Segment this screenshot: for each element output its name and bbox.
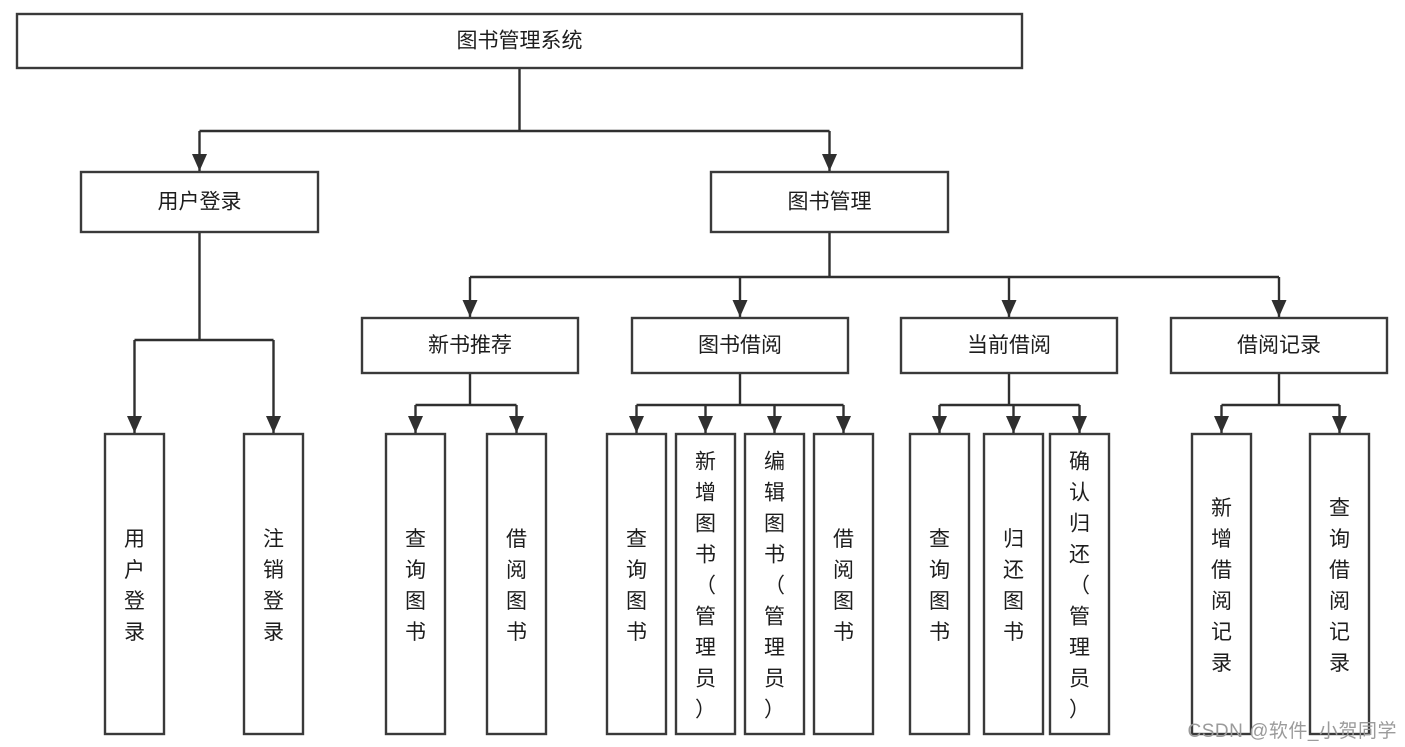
arrow-head-icon: [1006, 416, 1021, 433]
node-root-box[interactable]: [15, 12, 1024, 70]
node-new-book-rec-box[interactable]: [360, 316, 580, 375]
node-leaf-query-borrow-record-label: 查询借阅记录: [1329, 497, 1350, 675]
arrow-head-icon: [836, 416, 851, 433]
node-borrow-record-box[interactable]: [1169, 316, 1389, 375]
node-leaf-borrow-book-bb[interactable]: 借阅图书: [812, 432, 875, 736]
node-leaf-query-borrow-record-box[interactable]: [1308, 432, 1371, 736]
arrow-head-icon: [1001, 300, 1017, 317]
node-leaf-edit-book-admin-box[interactable]: [743, 432, 806, 736]
node-leaf-query-book-cb[interactable]: 查询图书: [908, 432, 971, 736]
node-leaf-user-login-box[interactable]: [103, 432, 166, 736]
node-leaf-query-book-bb-box[interactable]: [605, 432, 668, 736]
node-leaf-add-book-admin-label: 新增图书（管理员）: [695, 451, 716, 722]
node-book-borrow-label: 图书借阅: [698, 334, 782, 357]
node-leaf-add-borrow-record-box[interactable]: [1190, 432, 1253, 736]
node-leaf-user-logout[interactable]: 注销登录: [242, 432, 305, 736]
node-leaf-add-book-admin-box[interactable]: [674, 432, 737, 736]
node-leaf-borrow-book-rec-label: 借阅图书: [506, 528, 527, 644]
node-leaf-borrow-book-bb-box[interactable]: [812, 432, 875, 736]
arrow-head-icon: [1214, 416, 1229, 433]
node-leaf-query-book-cb-label: 查询图书: [929, 528, 950, 644]
node-book-manage-label: 图书管理: [788, 191, 872, 214]
arrow-head-icon: [509, 416, 524, 433]
node-root-label: 图书管理系统: [457, 30, 583, 53]
node-book-manage-box[interactable]: [709, 170, 950, 234]
node-leaf-return-book-label: 归还图书: [1003, 528, 1024, 644]
node-leaf-query-book-cb-box[interactable]: [908, 432, 971, 736]
node-book-borrow-box[interactable]: [630, 316, 850, 375]
arrow-head-icon: [698, 416, 713, 433]
node-root[interactable]: 图书管理系统: [15, 12, 1024, 70]
node-borrow-record[interactable]: 借阅记录: [1169, 316, 1389, 375]
node-leaf-confirm-return-admin[interactable]: 确认归还（管理员）: [1048, 432, 1111, 736]
node-leaf-query-book-rec-label: 查询图书: [405, 528, 426, 644]
arrow-head-icon: [192, 154, 207, 171]
arrow-head-icon: [1332, 416, 1347, 433]
node-leaf-query-book-rec[interactable]: 查询图书: [384, 432, 447, 736]
node-user-login-label: 用户登录: [158, 191, 242, 214]
node-leaf-user-login[interactable]: 用户登录: [103, 432, 166, 736]
arrow-head-icon: [732, 300, 748, 317]
connector-layer: [127, 68, 1347, 433]
arrow-head-icon: [822, 154, 837, 171]
node-user-login-box[interactable]: [79, 170, 320, 234]
node-leaf-borrow-book-rec-box[interactable]: [485, 432, 548, 736]
arrow-head-icon: [1271, 300, 1287, 317]
node-leaf-query-borrow-record[interactable]: 查询借阅记录: [1308, 432, 1371, 736]
node-user-login[interactable]: 用户登录: [79, 170, 320, 234]
node-borrow-record-label: 借阅记录: [1237, 334, 1321, 357]
node-leaf-user-login-label: 用户登录: [124, 528, 145, 644]
arrow-head-icon: [462, 300, 478, 317]
arrow-head-icon: [127, 416, 142, 433]
node-leaf-edit-book-admin[interactable]: 编辑图书（管理员）: [743, 432, 806, 736]
node-current-borrow-label: 当前借阅: [967, 334, 1051, 357]
arrow-head-icon: [767, 416, 782, 433]
node-leaf-confirm-return-admin-label: 确认归还（管理员）: [1069, 451, 1090, 722]
node-leaf-add-borrow-record-label: 新增借阅记录: [1211, 497, 1232, 675]
node-current-borrow[interactable]: 当前借阅: [899, 316, 1119, 375]
node-new-book-rec-label: 新书推荐: [428, 334, 512, 357]
node-new-book-rec[interactable]: 新书推荐: [360, 316, 580, 375]
node-leaf-borrow-book-rec[interactable]: 借阅图书: [485, 432, 548, 736]
node-leaf-confirm-return-admin-box[interactable]: [1048, 432, 1111, 736]
arrow-head-icon: [408, 416, 423, 433]
node-book-borrow[interactable]: 图书借阅: [630, 316, 850, 375]
node-leaf-return-book[interactable]: 归还图书: [982, 432, 1045, 736]
arrow-head-icon: [1072, 416, 1087, 433]
arrow-head-icon: [266, 416, 281, 433]
node-leaf-query-book-bb[interactable]: 查询图书: [605, 432, 668, 736]
node-book-manage[interactable]: 图书管理: [709, 170, 950, 234]
node-leaf-query-book-rec-box[interactable]: [384, 432, 447, 736]
node-layer: 图书管理系统用户登录图书管理新书推荐图书借阅当前借阅借阅记录用户登录注销登录查询…: [15, 12, 1389, 736]
node-leaf-query-book-bb-label: 查询图书: [626, 528, 647, 644]
node-leaf-borrow-book-bb-label: 借阅图书: [833, 528, 854, 644]
node-leaf-user-logout-label: 注销登录: [263, 528, 284, 644]
node-leaf-edit-book-admin-label: 编辑图书（管理员）: [764, 451, 785, 722]
node-leaf-user-logout-box[interactable]: [242, 432, 305, 736]
node-current-borrow-box[interactable]: [899, 316, 1119, 375]
node-leaf-return-book-box[interactable]: [982, 432, 1045, 736]
node-leaf-add-borrow-record[interactable]: 新增借阅记录: [1190, 432, 1253, 736]
node-leaf-add-book-admin[interactable]: 新增图书（管理员）: [674, 432, 737, 736]
arrow-head-icon: [932, 416, 947, 433]
arrow-head-icon: [629, 416, 644, 433]
